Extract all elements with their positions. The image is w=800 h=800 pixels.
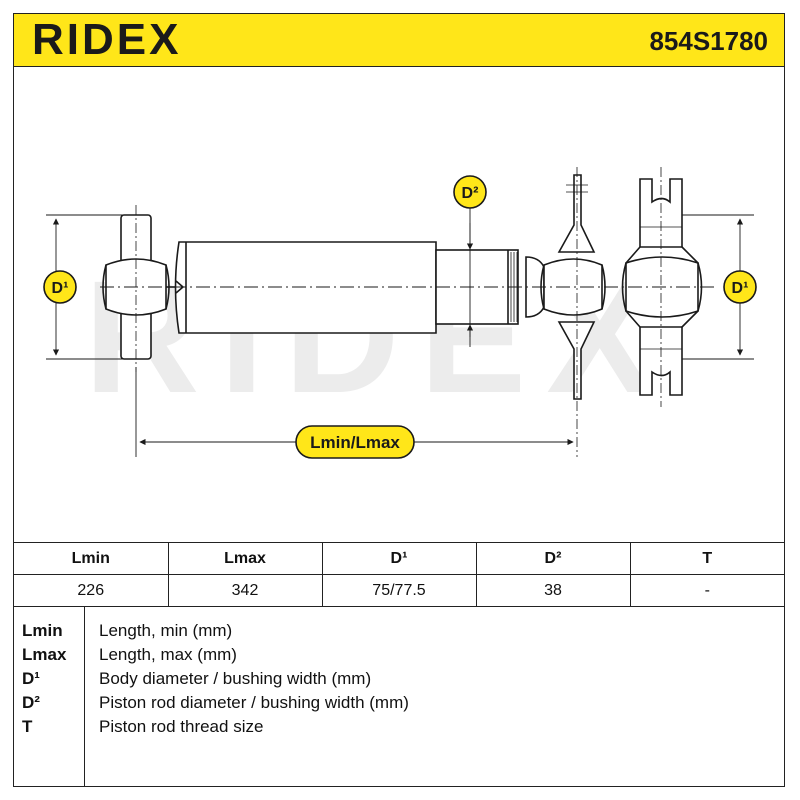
header-t: T <box>629 542 784 575</box>
brand-logo: RIDEX <box>32 15 182 64</box>
legend-abbr: D² <box>22 693 40 712</box>
spec-sheet: RIDEX 854S1780 RIDEX <box>13 13 785 787</box>
lower-washer-stud <box>557 321 596 400</box>
upper-washer-stud <box>557 174 596 253</box>
value-d1: 75/77.5 <box>321 574 477 607</box>
d1-right-badge: D¹ <box>723 270 757 304</box>
header-lmin: Lmin <box>14 542 169 575</box>
spec-header-row: Lmin Lmax D¹ D² T <box>14 542 784 575</box>
legend-desc: Piston rod thread size <box>99 717 264 736</box>
d1-right-label: D¹ <box>732 280 749 297</box>
value-lmax: 342 <box>167 574 323 607</box>
legend-desc: Length, min (mm) <box>99 621 233 640</box>
d2-label: D² <box>462 185 479 202</box>
legend: Lmin Length, min (mm) Lmax Length, max (… <box>14 607 784 786</box>
legend-abbr: D¹ <box>22 669 40 688</box>
length-badge: Lmin/Lmax <box>295 425 415 459</box>
length-label: Lmin/Lmax <box>310 433 400 452</box>
legend-desc: Body diameter / bushing width (mm) <box>99 669 372 688</box>
header-lmax: Lmax <box>167 542 323 575</box>
legend-desc: Piston rod diameter / bushing width (mm) <box>99 693 409 712</box>
d2-badge: D² <box>453 175 487 209</box>
value-t: - <box>629 574 784 607</box>
cylinder-body <box>174 241 437 334</box>
legend-item: D² Piston rod diameter / bushing width (… <box>14 691 784 715</box>
value-lmin: 226 <box>14 574 169 607</box>
header-d1: D¹ <box>321 542 477 575</box>
legend-abbr: Lmax <box>22 645 67 664</box>
shock-absorber-part <box>102 174 703 400</box>
legend-abbr: T <box>22 717 33 736</box>
spec-table: Lmin Lmax D¹ D² T 226 342 75/77.5 38 - <box>14 542 784 607</box>
header-d2: D² <box>475 542 631 575</box>
part-number: 854S1780 <box>649 26 768 56</box>
header-bar: RIDEX 854S1780 <box>14 14 784 67</box>
legend-abbr: Lmin <box>22 621 63 640</box>
spec-value-row: 226 342 75/77.5 38 - <box>14 574 784 607</box>
shock-absorber-drawing: RIDEX <box>43 167 757 459</box>
value-d2: 38 <box>475 574 631 607</box>
legend-desc: Length, max (mm) <box>99 645 237 664</box>
legend-divider <box>84 607 85 786</box>
legend-item: D¹ Body diameter / bushing width (mm) <box>14 667 784 691</box>
legend-item: T Piston rod thread size <box>14 715 784 739</box>
d1-left-badge: D¹ <box>43 270 77 304</box>
d1-left-label: D¹ <box>52 280 69 297</box>
legend-item: Lmin Length, min (mm) <box>14 619 784 643</box>
legend-item: Lmax Length, max (mm) <box>14 643 784 667</box>
